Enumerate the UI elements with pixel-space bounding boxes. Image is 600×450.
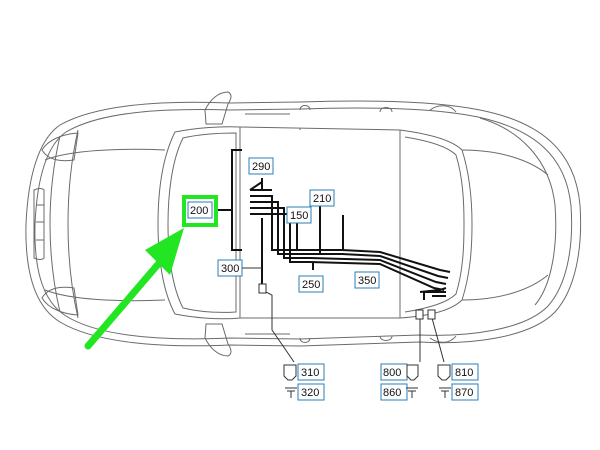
trunk [479,117,557,306]
component-210[interactable]: 210 [309,189,335,207]
car-body-inner [34,107,573,340]
connector-rear-pair [415,309,436,320]
rear-window [399,129,473,319]
car-outline [25,91,582,357]
component-290[interactable]: 290 [248,157,274,175]
component-860[interactable]: 860 [380,383,418,401]
headlight-right [41,286,79,316]
label-250: 250 [302,279,320,291]
label-870: 870 [455,387,473,399]
mirror-left [204,91,232,125]
label-320: 320 [301,387,319,399]
connector-icon [437,364,451,381]
headlight-left [41,132,79,162]
ground-icon [285,387,297,398]
harness-bracket [231,149,242,251]
label-150: 150 [290,210,308,222]
label-200: 200 [190,205,208,217]
hood-outline [44,148,166,302]
component-810[interactable]: 810 [437,363,479,381]
car-body-outline [25,100,582,347]
component-310[interactable]: 310 [283,363,325,381]
component-870[interactable]: 870 [439,383,479,401]
connector-icon [406,364,419,381]
label-300: 300 [221,263,239,275]
label-350: 350 [358,275,376,287]
component-300[interactable]: 300 [217,259,262,277]
label-290: 290 [252,161,270,173]
component-200[interactable]: 200 [182,195,218,227]
lead-wires [261,289,445,363]
component-250[interactable]: 250 [298,275,324,293]
roof [239,126,401,319]
component-350[interactable]: 350 [354,271,380,289]
connector-300 [258,283,267,294]
label-800: 800 [383,367,401,379]
arrow-icon [84,228,184,350]
component-150[interactable]: 150 [286,206,312,224]
label-860: 860 [383,387,401,399]
component-320[interactable]: 320 [285,383,325,401]
label-810: 810 [455,367,473,379]
connector-icon [283,364,297,381]
mirror-right [204,323,232,357]
ground-icon [439,387,451,398]
front-grille [33,188,45,260]
label-210: 210 [313,193,331,205]
windshield [157,126,241,320]
ground-icon [406,387,418,398]
label-310: 310 [301,367,319,379]
component-800[interactable]: 800 [380,363,419,381]
